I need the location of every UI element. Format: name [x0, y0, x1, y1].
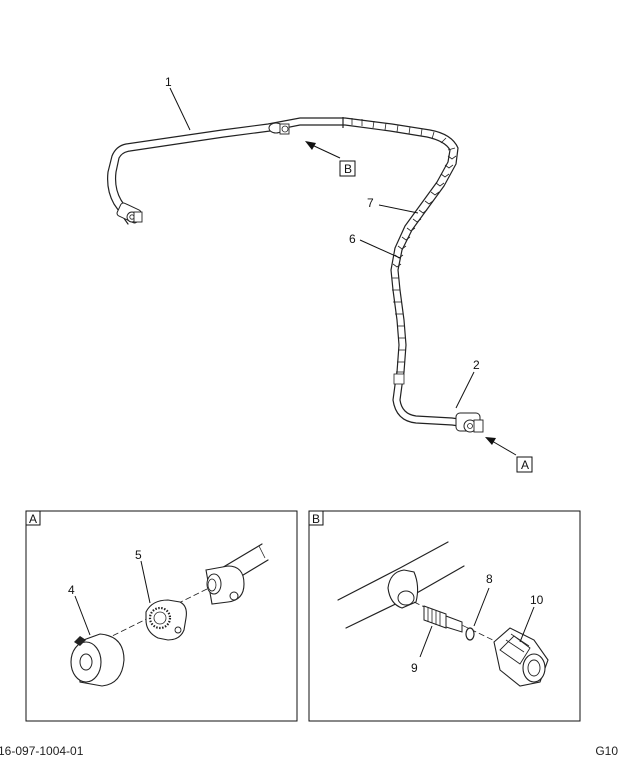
hose-assembly: [107, 117, 484, 433]
sensor-port: [268, 122, 290, 135]
view-ref-b-main: B: [339, 160, 356, 177]
cap: [70, 633, 125, 687]
callout-5: 5: [135, 548, 142, 562]
o-ring: [465, 627, 475, 641]
view-ref-a-main: A: [516, 456, 533, 473]
svg-text:B: B: [344, 162, 352, 176]
right-fitting: [455, 412, 484, 433]
callout-2: 2: [473, 358, 480, 372]
figure-code: G10: [595, 744, 618, 758]
hose-bands: [351, 118, 457, 385]
left-fitting: [116, 202, 143, 224]
callout-9: 9: [411, 661, 418, 675]
callout-1: 1: [165, 75, 172, 89]
pressure-sensor: [493, 627, 549, 687]
view-ref-a-detail: A: [29, 512, 37, 526]
view-arrows: [305, 141, 517, 456]
svg-text:A: A: [521, 458, 529, 472]
drawing-number: 16-097-1004-01: [0, 744, 84, 758]
main-leaders: [169, 87, 475, 409]
callout-6: 6: [349, 232, 356, 246]
callout-7: 7: [367, 196, 374, 210]
detail-view-b: B 8 10: [308, 510, 581, 722]
view-ref-b-detail: B: [312, 512, 320, 526]
callout-10: 10: [530, 593, 544, 607]
tube-left-inner: [114, 124, 467, 428]
gasket: [145, 599, 187, 641]
callout-8: 8: [486, 572, 493, 586]
adapter-fitting: [423, 605, 463, 633]
callout-4: 4: [68, 583, 75, 597]
detail-view-a: A 4 5: [25, 510, 298, 722]
tube-left-outer: [107, 117, 467, 421]
